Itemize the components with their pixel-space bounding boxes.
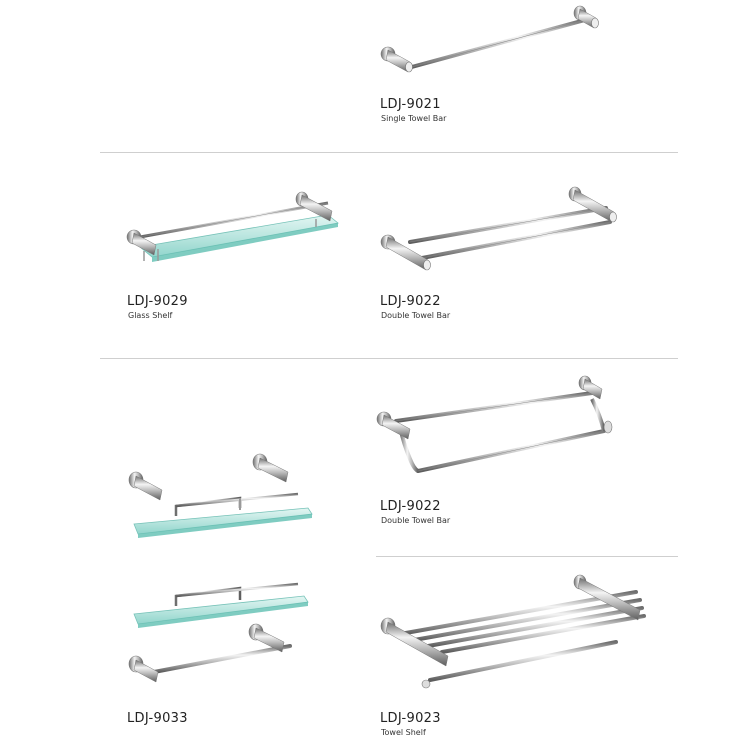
product-name: Towel Shelf — [381, 728, 426, 737]
product-name: Single Towel Bar — [381, 114, 447, 123]
product-card-ldj-9029[interactable]: LDJ-9029 Glass Shelf — [118, 185, 358, 325]
product-name: Double Towel Bar — [381, 311, 451, 320]
double-towel-bar-swing-icon — [376, 375, 613, 473]
divider-top — [100, 152, 678, 153]
product-card-ldj-9033[interactable]: LDJ-9033 — [118, 450, 328, 730]
product-name: Double Towel Bar — [381, 516, 451, 525]
product-code: LDJ-9022 — [380, 294, 441, 309]
product-code: LDJ-9029 — [127, 294, 188, 309]
product-code: LDJ-9022 — [380, 499, 441, 514]
divider-middle — [100, 358, 678, 359]
product-code: LDJ-9033 — [127, 711, 188, 726]
double-towel-bar-icon — [380, 186, 617, 271]
product-card-ldj-9021[interactable]: LDJ-9021 Single Towel Bar — [370, 0, 670, 140]
product-code: LDJ-9023 — [380, 711, 441, 726]
double-glass-shelf-icon — [128, 453, 313, 683]
product-code: LDJ-9021 — [380, 97, 441, 112]
product-card-ldj-9023[interactable]: LDJ-9023 Towel Shelf — [370, 570, 650, 745]
divider-right — [376, 556, 678, 557]
product-card-ldj-9022-b[interactable]: LDJ-9022 Double Towel Bar — [370, 375, 630, 525]
towel-shelf-icon — [380, 574, 646, 689]
glass-shelf-icon — [126, 191, 339, 262]
single-towel-bar-icon — [380, 5, 599, 73]
product-card-ldj-9022-a[interactable]: LDJ-9022 Double Towel Bar — [370, 180, 630, 325]
product-name: Glass Shelf — [128, 311, 173, 320]
